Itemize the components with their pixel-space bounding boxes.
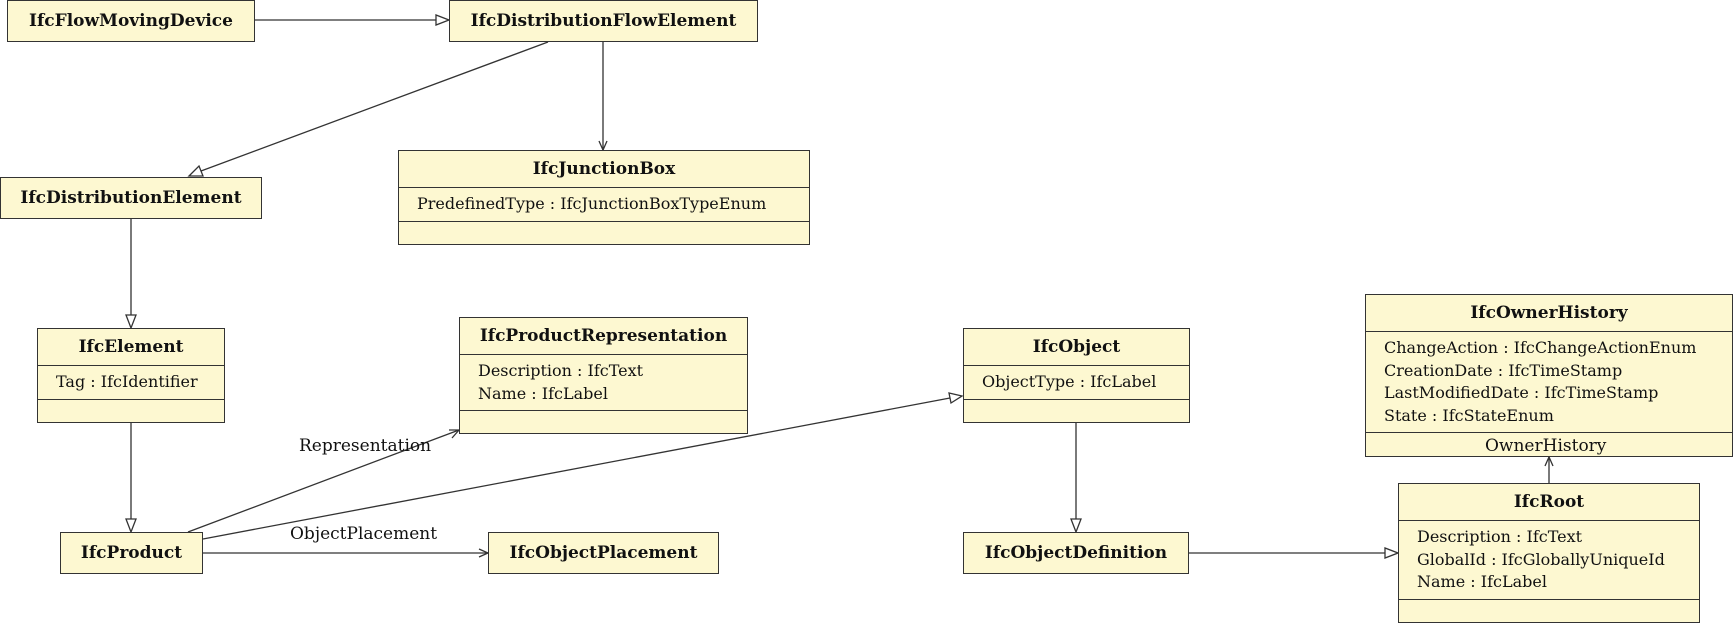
class-ifc-distribution-flow-element: IfcDistributionFlowElement [449,0,758,42]
class-ifc-product-representation: IfcProductRepresentation Description : I… [459,317,748,434]
class-name: IfcProductRepresentation [460,318,747,355]
attribute-list: ChangeAction : IfcChangeActionEnum Creat… [1366,332,1732,433]
class-ifc-flow-moving-device: IfcFlowMovingDevice [7,0,255,42]
class-ifc-root: IfcRoot Description : IfcText GlobalId :… [1398,483,1700,623]
class-name: IfcFlowMovingDevice [29,11,233,31]
class-ifc-object-placement: IfcObjectPlacement [488,532,719,574]
attribute: Description : IfcText [1417,527,1583,546]
attribute: GlobalId : IfcGloballyUniqueId [1417,549,1665,569]
association-label-owner-history: OwnerHistory [1485,436,1607,456]
class-name: IfcDistributionElement [20,188,242,208]
association-arrowhead [1544,455,1554,467]
attribute: Tag : IfcIdentifier [56,372,198,391]
attribute-list: ObjectType : IfcLabel [964,366,1189,400]
class-name: IfcObjectPlacement [509,543,698,563]
class-ifc-product: IfcProduct [60,532,203,574]
class-name: IfcJunctionBox [399,151,809,188]
class-ifc-owner-history: IfcOwnerHistory ChangeAction : IfcChange… [1365,294,1733,457]
class-name: IfcDistributionFlowElement [470,11,737,31]
class-name: IfcRoot [1399,484,1699,521]
generalization-line [200,41,549,172]
attribute: ChangeAction : IfcChangeActionEnum [1384,338,1697,357]
association-label-representation: Representation [299,436,432,456]
class-name: IfcOwnerHistory [1366,295,1732,332]
class-name: IfcProduct [80,543,183,563]
generalization-arrowhead [187,164,204,177]
attribute: PredefinedType : IfcJunctionBoxTypeEnum [417,194,767,213]
class-ifc-junction-box: IfcJunctionBox PredefinedType : IfcJunct… [398,150,810,245]
class-ifc-object-definition: IfcObjectDefinition [963,532,1189,574]
association-line [187,429,460,533]
generalization-arrowhead [435,14,451,26]
class-ifc-object: IfcObject ObjectType : IfcLabel [963,328,1190,423]
attribute: State : IfcStateEnum [1384,405,1554,425]
attribute: Name : IfcLabel [1417,572,1547,591]
generalization-line [202,397,951,540]
attribute-list: Description : IfcText Name : IfcLabel [460,355,747,411]
generalization-arrowhead [125,518,137,534]
attribute-list: Description : IfcText GlobalId : IfcGlob… [1399,521,1699,600]
attribute-list: Tag : IfcIdentifier [38,366,224,400]
association-label-object-placement: ObjectPlacement [290,524,438,544]
generalization-arrowhead [1070,518,1082,534]
attribute: ObjectType : IfcLabel [982,372,1157,391]
attribute: Description : IfcText [478,361,644,380]
generalization-arrowhead [948,392,964,405]
class-ifc-distribution-element: IfcDistributionElement [0,177,262,219]
class-name: IfcObjectDefinition [984,543,1168,563]
attribute: Name : IfcLabel [478,383,608,403]
generalization-arrowhead [125,314,137,330]
attribute: LastModifiedDate : IfcTimeStamp [1384,383,1659,402]
attribute: CreationDate : IfcTimeStamp [1384,360,1623,380]
class-name: IfcObject [964,329,1189,366]
class-ifc-element: IfcElement Tag : IfcIdentifier [37,328,225,423]
generalization-arrowhead [1384,547,1400,559]
class-name: IfcElement [38,329,224,366]
attribute-list: PredefinedType : IfcJunctionBoxTypeEnum [399,188,809,222]
